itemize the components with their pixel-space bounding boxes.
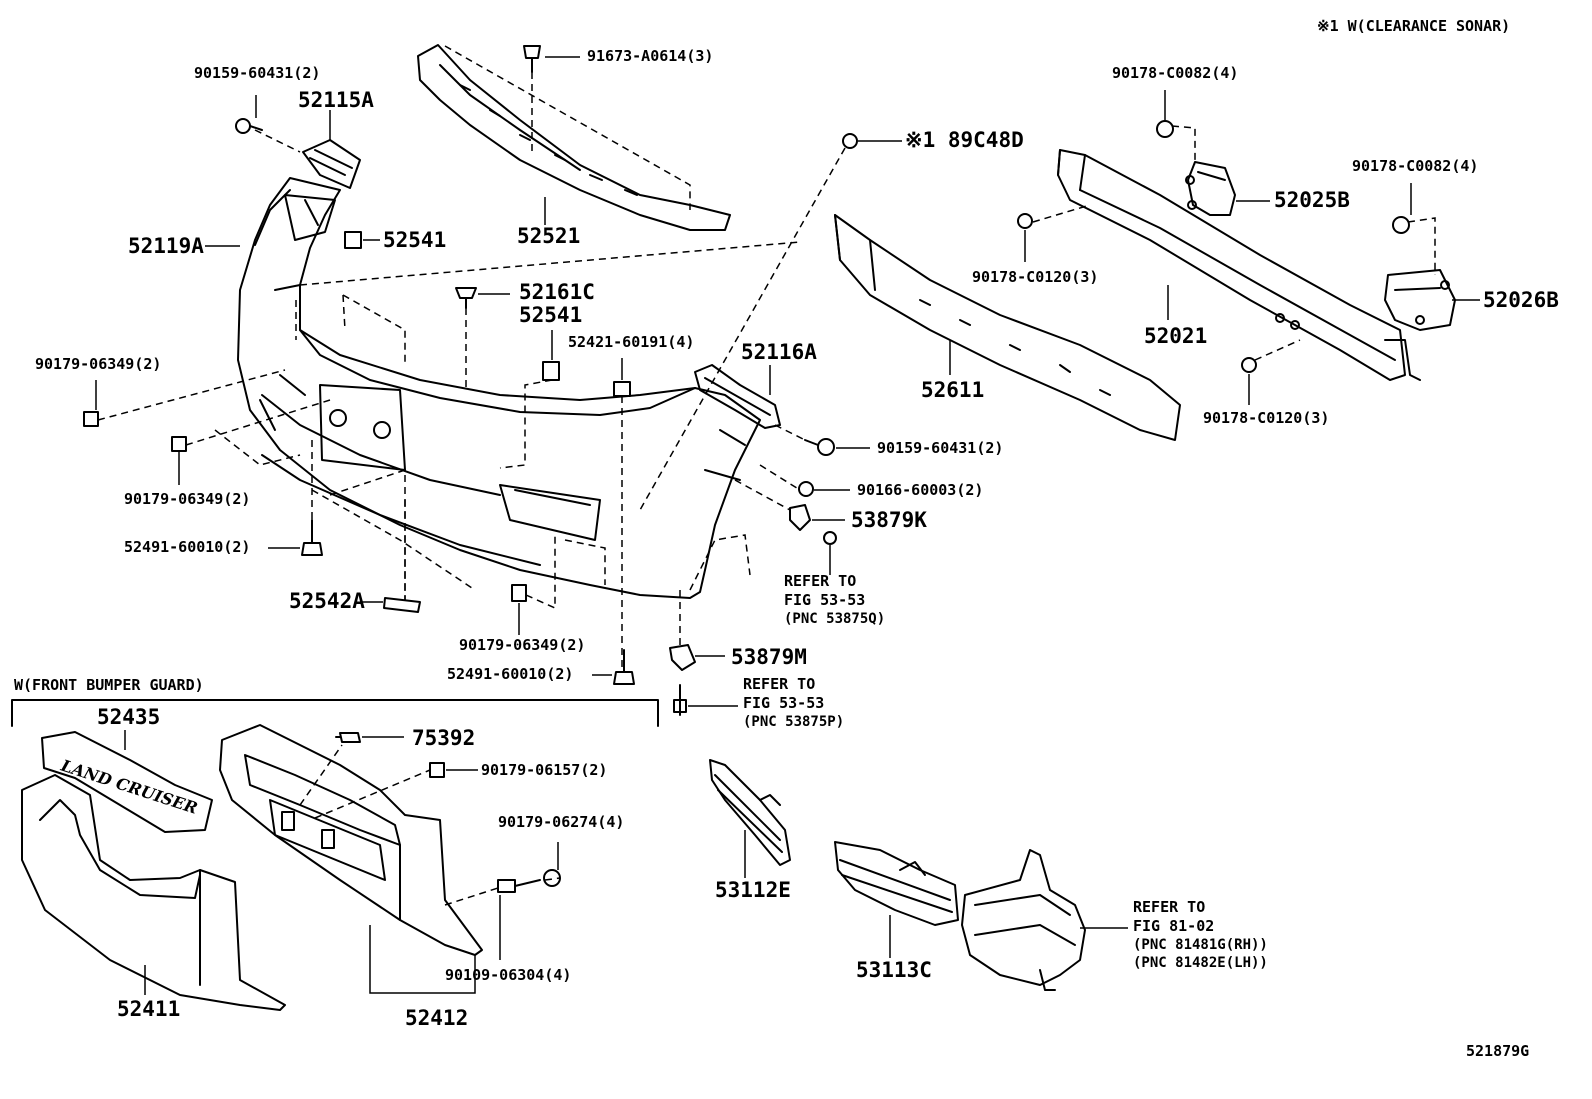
clip-52541-b: [542, 361, 560, 381]
bolt-90109-06304: [497, 879, 541, 893]
bracket-52115A: [302, 139, 361, 189]
pad-52542A: [383, 597, 421, 613]
ref3-block: REFER TO FIG 81-02 (PNC 81481G(RH)) (PNC…: [1133, 898, 1268, 971]
label-53113C: 53113C: [856, 958, 932, 982]
label-90179-06157: 90179-06157(2): [481, 761, 608, 779]
label-52541-b: 52541: [519, 303, 583, 327]
illustration-id: 521879G: [1466, 1042, 1530, 1060]
ref2-line3: (PNC 53875P): [743, 714, 845, 730]
label-52025B: 52025B: [1274, 188, 1350, 212]
foglamp-bracket: [961, 849, 1086, 991]
label-53879K: 53879K: [851, 508, 927, 532]
label-52491-60010-b: 52491-60010(2): [447, 665, 574, 683]
nut-90178-C0120-b: [1241, 357, 1257, 373]
ref3-line4: (PNC 81482E(LH)): [1133, 955, 1268, 971]
clip-52421-60191: [613, 381, 631, 397]
bolt-52491-60010-a: [301, 519, 323, 556]
ref1-block: REFER TO FIG 53-53 (PNC 53875Q): [784, 572, 886, 627]
ref2-line2: FIG 53-53: [743, 694, 825, 712]
label-52021: 52021: [1144, 324, 1208, 348]
label-53879M: 53879M: [731, 645, 807, 669]
guard-52411: [21, 774, 286, 1011]
label-89C48D: ※1 89C48D: [905, 128, 1024, 152]
ref3-line3: (PNC 81481G(RH)): [1133, 937, 1268, 953]
nut-90166-60003: [798, 481, 814, 497]
label-90166-60003: 90166-60003(2): [857, 481, 984, 499]
bracket-52025B: [1185, 161, 1236, 216]
label-90159-60431-r: 90159-60431(2): [877, 439, 1004, 457]
bolt-52491-60010-b: [613, 649, 635, 685]
dashed-lines: [97, 45, 1436, 906]
retainer-90179-06349-c: [511, 584, 527, 602]
screw-90159-60431-r: [804, 438, 835, 456]
ref1-line1: REFER TO: [784, 572, 857, 590]
ref3-line2: FIG 81-02: [1133, 917, 1215, 935]
ref2-line1: REFER TO: [743, 675, 816, 693]
ref3-line1: REFER TO: [1133, 898, 1206, 916]
screw-90159-60431-tl: [235, 118, 263, 134]
ref1-line3: (PNC 53875Q): [784, 611, 886, 627]
guard-52412: [219, 724, 483, 956]
retainer-53879M: [669, 644, 696, 716]
label-90109-06304: 90109-06304(4): [445, 966, 572, 984]
label-90159-60431-tl: 90159-60431(2): [194, 64, 321, 82]
nut-90179-06157: [429, 762, 445, 778]
label-90179-06274: 90179-06274(4): [498, 813, 625, 831]
nut-90178-C0082-a: [1156, 120, 1174, 138]
label-52521: 52521: [517, 224, 581, 248]
label-75392: 75392: [412, 726, 476, 750]
label-90178-C0082-b: 90178-C0082(4): [1352, 157, 1479, 175]
section-bracket: [11, 699, 659, 727]
nut-90178-C0120-a: [1017, 213, 1033, 229]
label-52421-60191: 52421-60191(4): [568, 333, 695, 351]
label-90179-06349-b: 90179-06349(2): [124, 490, 251, 508]
leader-lines: [95, 56, 1480, 995]
label-52435: 52435: [97, 705, 161, 729]
grille-53112E: [709, 759, 791, 866]
label-90178-C0082-a: 90178-C0082(4): [1112, 64, 1239, 82]
absorber-52611: [834, 214, 1181, 441]
clip-75392: [335, 732, 361, 743]
absorber-52521: [417, 44, 731, 231]
sensor-89C48D: [842, 133, 858, 149]
label-52119A: 52119A: [128, 234, 204, 258]
ref1-line2: FIG 53-53: [784, 591, 866, 609]
retainer-53879K: [789, 504, 837, 545]
label-52412: 52412: [405, 1006, 469, 1030]
retainer-90179-06349-a: [83, 411, 99, 427]
label-52411: 52411: [117, 997, 181, 1021]
screw-91673-A0614: [523, 45, 541, 73]
ref2-block: REFER TO FIG 53-53 (PNC 53875P): [743, 675, 845, 730]
grille-53113C: [834, 841, 959, 926]
label-52026B: 52026B: [1483, 288, 1559, 312]
label-52611: 52611: [921, 378, 985, 402]
reinforcement-52021: [1057, 149, 1421, 381]
emblem-plate-52435: [41, 731, 213, 833]
bracket-52026B: [1384, 269, 1456, 331]
label-90179-06349-c: 90179-06349(2): [459, 636, 586, 654]
nut-90178-C0082-b: [1392, 216, 1410, 234]
label-90178-C0120-a: 90178-C0120(3): [972, 268, 1099, 286]
label-52541-a: 52541: [383, 228, 447, 252]
label-52542A: 52542A: [289, 589, 365, 613]
clip-52541-a: [344, 231, 362, 249]
label-52116A: 52116A: [741, 340, 817, 364]
label-52491-60010-a: 52491-60010(2): [124, 538, 251, 556]
bracket-52116A: [694, 364, 781, 429]
bumper-cover-52119A: [237, 177, 761, 599]
note-clearance-sonar: ※1 W(CLEARANCE SONAR): [1317, 17, 1511, 35]
label-91673-A0614: 91673-A0614(3): [587, 47, 714, 65]
clip-52161C: [455, 287, 477, 309]
label-90179-06349-a: 90179-06349(2): [35, 355, 162, 373]
label-52115A: 52115A: [298, 88, 374, 112]
section-label-bumper-guard: W(FRONT BUMPER GUARD): [14, 676, 204, 694]
label-90178-C0120-b: 90178-C0120(3): [1203, 409, 1330, 427]
retainer-90179-06349-b: [171, 436, 187, 452]
label-52161C: 52161C: [519, 280, 595, 304]
label-53112E: 53112E: [715, 878, 791, 902]
